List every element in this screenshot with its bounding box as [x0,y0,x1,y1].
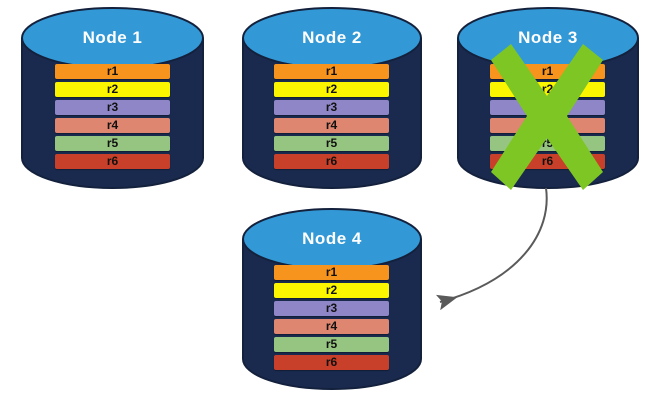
record-list-2: r1 r2 r3 r4 r5 r6 [274,64,389,169]
record-bar-r5[interactable]: r5 [274,337,389,352]
record-bar-r6[interactable]: r6 [274,154,389,169]
record-bar-r6[interactable]: r6 [55,154,170,169]
node-cylinder-4[interactable]: Node 4 r1 r2 r3 r4 r5 r6 [242,208,422,390]
record-bar-r2[interactable]: r2 [274,82,389,97]
record-bar-r1[interactable]: r1 [274,64,389,79]
record-bar-r4[interactable]: r4 [490,118,605,133]
record-bar-r1[interactable]: r1 [490,64,605,79]
record-bar-r4[interactable]: r4 [55,118,170,133]
record-list-1: r1 r2 r3 r4 r5 r6 [55,64,170,169]
record-bar-r5[interactable]: r5 [55,136,170,151]
record-bar-r2[interactable]: r2 [55,82,170,97]
record-bar-r3[interactable]: r3 [55,100,170,115]
record-bar-r6[interactable]: r6 [274,355,389,370]
record-bar-r6[interactable]: r6 [490,154,605,169]
record-bar-r3[interactable]: r3 [274,100,389,115]
record-list-3: r1 r2 r3 r4 r5 r6 [490,64,605,169]
record-bar-r5[interactable]: r5 [490,136,605,151]
record-bar-r1[interactable]: r1 [274,265,389,280]
node-cylinder-3[interactable]: Node 3 r1 r2 r3 r4 r5 r6 [457,7,639,190]
record-bar-r2[interactable]: r2 [274,283,389,298]
record-bar-r1[interactable]: r1 [55,64,170,79]
record-bar-r4[interactable]: r4 [274,118,389,133]
record-bar-r2[interactable]: r2 [490,82,605,97]
node-cylinder-2[interactable]: Node 2 r1 r2 r3 r4 r5 r6 [242,7,422,189]
node-cylinder-1[interactable]: Node 1 r1 r2 r3 r4 r5 r6 [21,7,204,189]
record-list-4: r1 r2 r3 r4 r5 r6 [274,265,389,370]
record-bar-r3[interactable]: r3 [490,100,605,115]
record-bar-r4[interactable]: r4 [274,319,389,334]
record-bar-r5[interactable]: r5 [274,136,389,151]
record-bar-r3[interactable]: r3 [274,301,389,316]
